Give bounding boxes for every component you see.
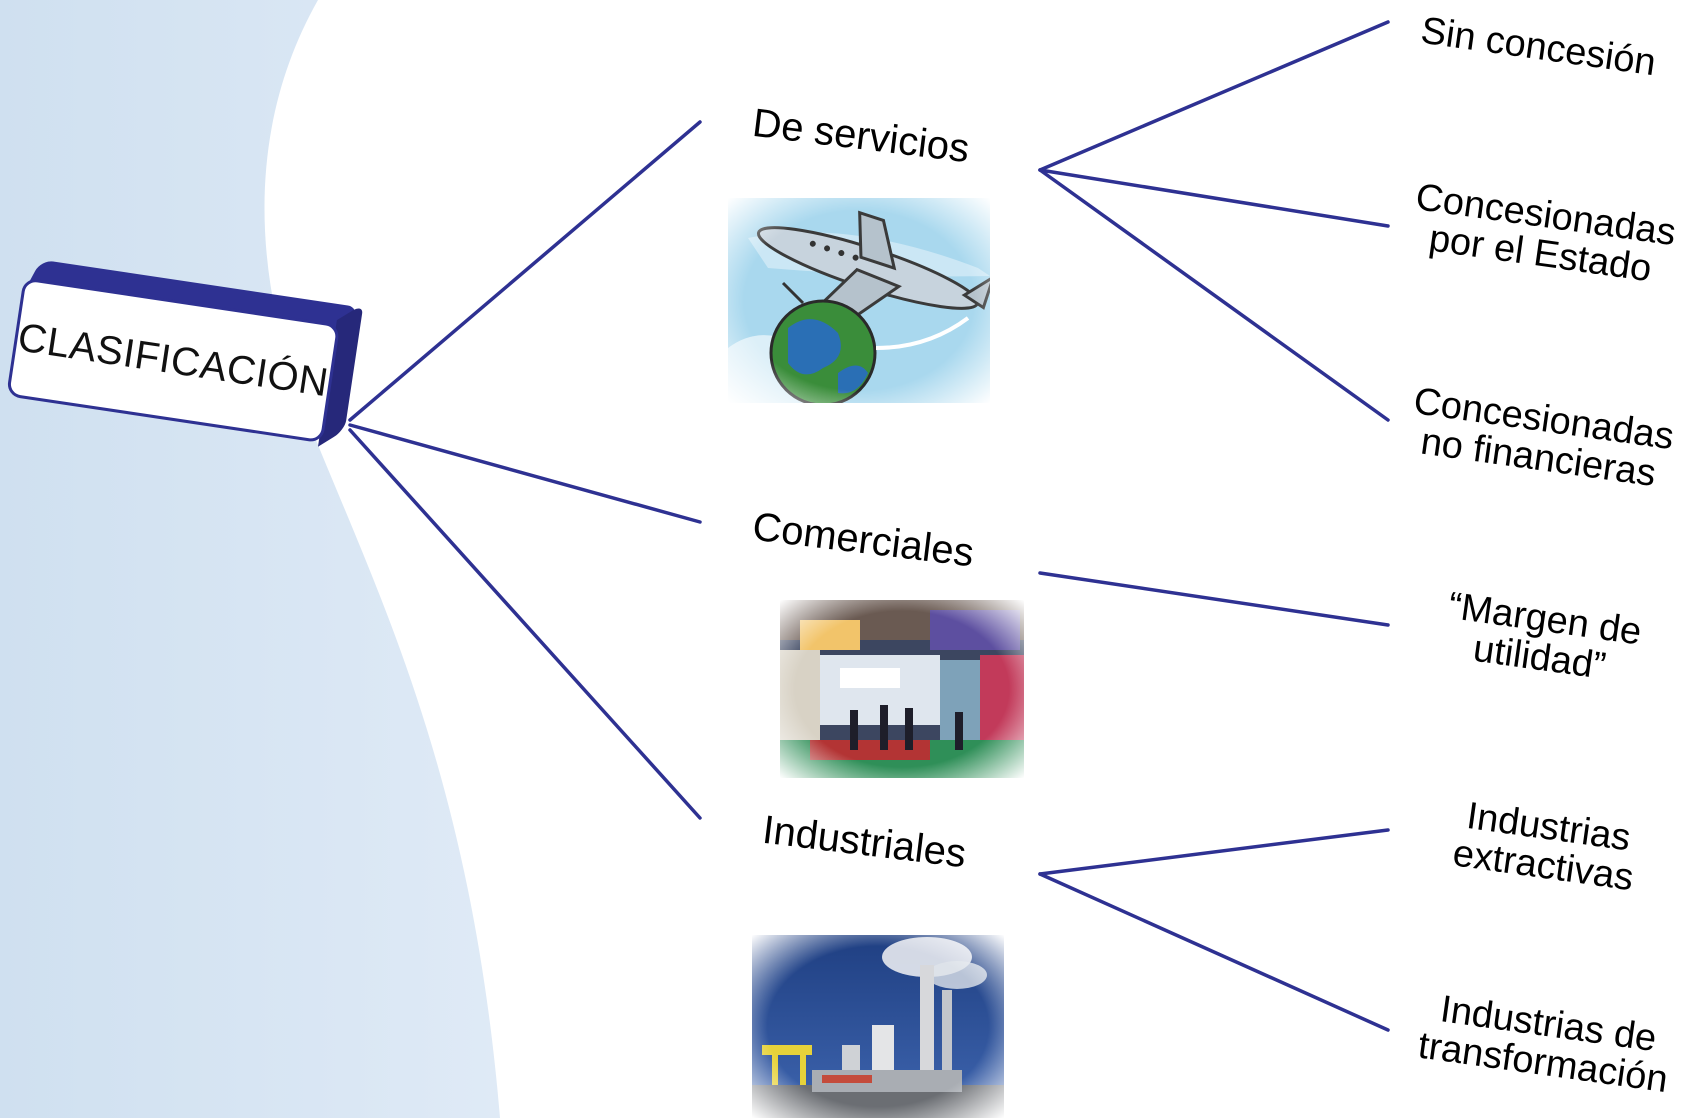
link-root-servicios — [348, 120, 702, 422]
link-servicios-no-financieras — [1038, 168, 1390, 422]
link-root-comerciales — [348, 423, 702, 524]
link-industriales-extractivas — [1038, 828, 1390, 876]
airplane-globe-image — [728, 198, 990, 403]
industrial-plant-image — [752, 935, 1004, 1118]
link-root-industriales — [348, 428, 702, 820]
link-industriales-transformacion — [1038, 872, 1390, 1032]
link-servicios-sin-concesion — [1038, 20, 1390, 172]
link-comerciales-margen — [1038, 571, 1390, 627]
link-servicios-estado — [1038, 168, 1390, 228]
trade-fair-image — [780, 600, 1024, 778]
